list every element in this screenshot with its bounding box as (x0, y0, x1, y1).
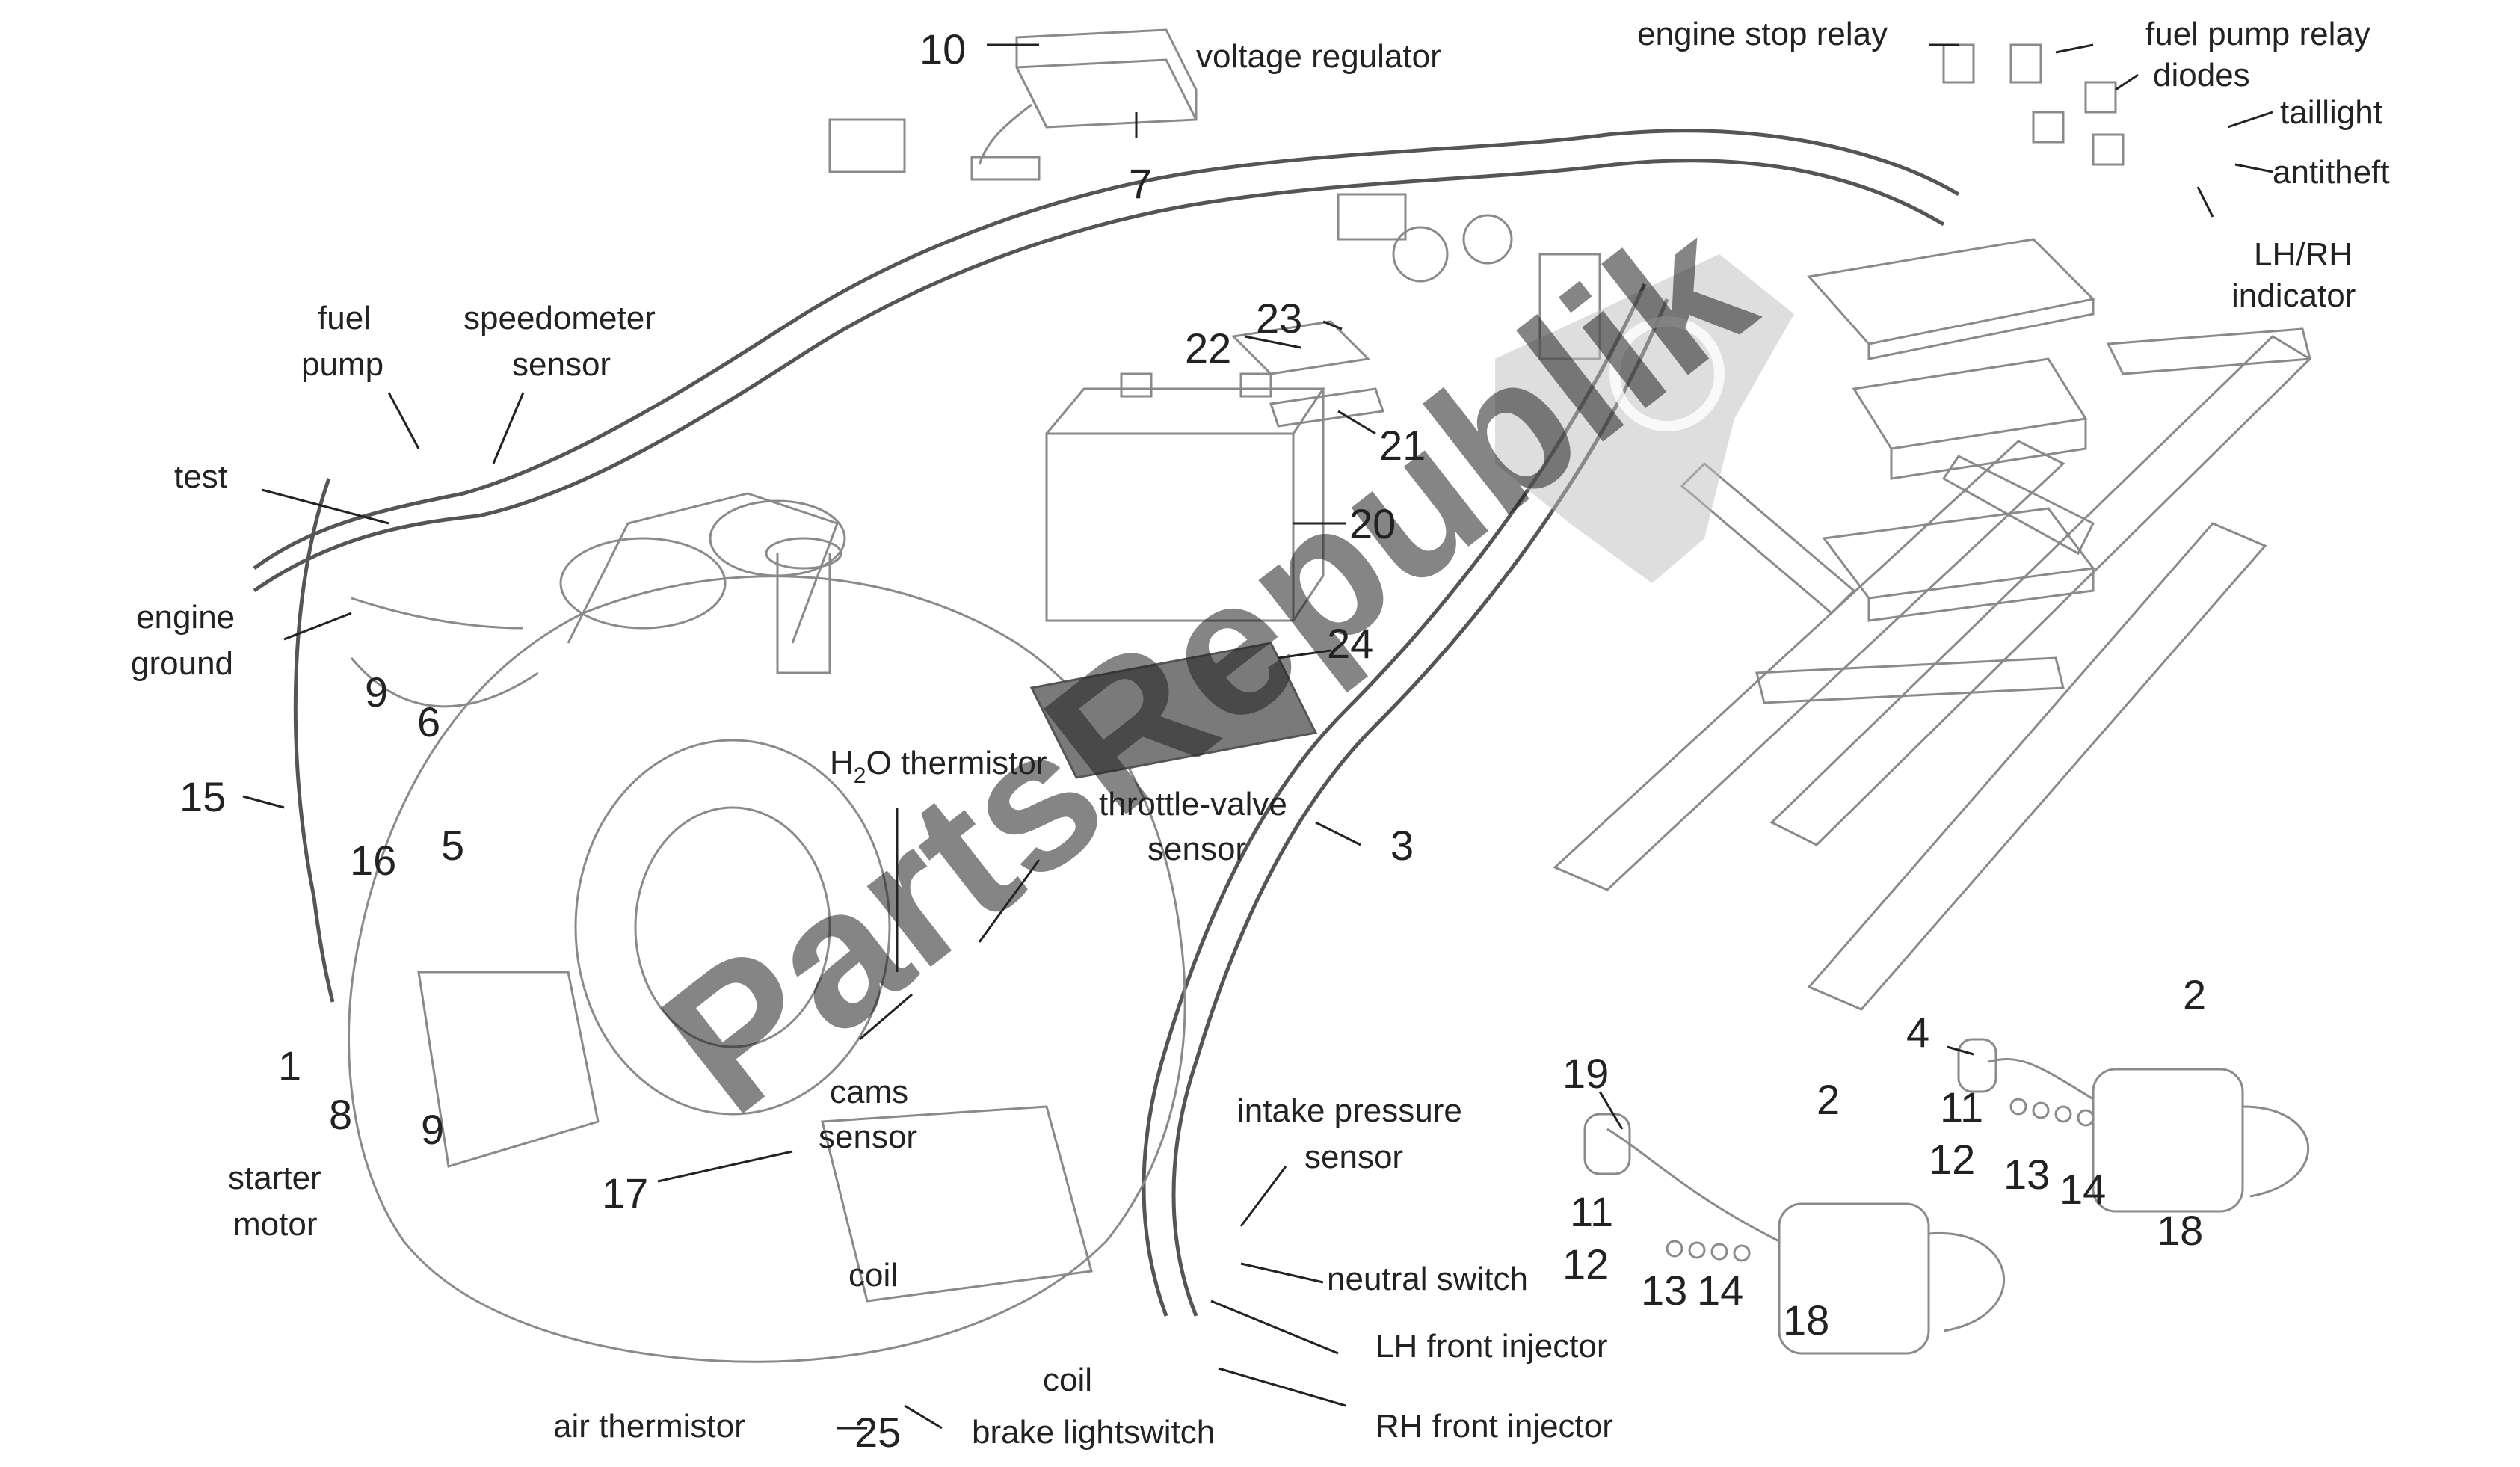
part-number-13b: 13 (2003, 1151, 2050, 1198)
label-indicator: indicator (2231, 277, 2356, 314)
label-brake-lightswitch: brake lightswitch (972, 1414, 1215, 1451)
part-number-2a: 2 (1817, 1076, 1840, 1123)
part-number-16: 16 (350, 837, 396, 884)
part-number-21: 21 (1379, 422, 1426, 469)
part-number-9a: 9 (365, 668, 388, 716)
label-throttle-valve: throttle-valve (1099, 786, 1287, 822)
label-engine-stop-relay: engine stop relay (1637, 16, 1888, 52)
label-lh-rh: LH/RH (2254, 236, 2353, 273)
part-numbers: 10 7 23 22 21 20 24 3 15 9 6 16 5 1 8 9 … (179, 25, 2206, 1456)
connectors (828, 43, 2125, 360)
ignition-coil-left (1583, 1113, 2006, 1355)
h2o-2: 2 (854, 763, 866, 788)
label-starter: starter (228, 1160, 321, 1196)
part-number-6: 6 (417, 698, 440, 745)
label-air-thermistor: air thermistor (553, 1408, 745, 1445)
part-number-17: 17 (602, 1169, 648, 1217)
part-number-14b: 14 (2060, 1166, 2106, 1213)
label-fuel: fuel (318, 300, 371, 336)
part-number-18b: 18 (2157, 1207, 2203, 1254)
voltage-regulator (970, 28, 1198, 181)
part-number-12a: 12 (1562, 1240, 1609, 1288)
part-number-2b: 2 (2183, 971, 2206, 1018)
label-motor: motor (233, 1206, 317, 1243)
label-cams-sensor: sensor (819, 1119, 917, 1155)
part-number-10: 10 (919, 25, 966, 73)
part-number-1: 1 (278, 1042, 301, 1089)
part-number-18a: 18 (1783, 1297, 1829, 1344)
part-number-22: 22 (1185, 325, 1231, 372)
part-number-15: 15 (179, 773, 226, 820)
ecu-boxes (1807, 238, 2096, 622)
label-neutral-switch: neutral switch (1327, 1261, 1528, 1297)
h2o-h: H (830, 745, 854, 781)
part-number-9b: 9 (421, 1106, 444, 1153)
ground-cables (293, 478, 539, 1003)
rear-frame (1553, 327, 2312, 1011)
part-number-11a: 11 (1570, 1188, 1613, 1235)
label-coil-2: coil (1043, 1362, 1092, 1398)
label-engine: engine (136, 599, 235, 636)
part-number-20: 20 (1349, 500, 1396, 547)
part-number-24: 24 (1327, 620, 1373, 667)
part-number-7: 7 (1129, 160, 1152, 207)
part-number-4: 4 (1906, 1009, 1929, 1056)
part-number-14a: 14 (1697, 1267, 1743, 1314)
label-ground: ground (131, 645, 233, 682)
ignition-coil-right (1957, 1038, 2309, 1213)
label-pump: pump (301, 346, 383, 383)
part-number-5: 5 (441, 822, 464, 869)
engine-block (348, 492, 1186, 1363)
part-number-12b: 12 (1929, 1136, 1975, 1183)
part-number-8: 8 (329, 1091, 352, 1138)
part-number-25: 25 (854, 1409, 901, 1456)
label-diodes: diodes (2153, 57, 2250, 93)
label-taillight: taillight (2280, 94, 2382, 131)
part-number-23: 23 (1256, 295, 1302, 342)
part-number-3: 3 (1390, 822, 1414, 869)
leader-lines (242, 43, 2273, 1430)
label-throttle-valve-sensor: sensor (1147, 831, 1246, 867)
part-number-19: 19 (1562, 1050, 1609, 1097)
label-lh-front-injector: LH front injector (1375, 1328, 1608, 1365)
callout-labels: voltage regulator engine stop relay fuel… (131, 16, 2390, 1451)
label-speedometer: speedometer (463, 300, 656, 336)
label-h2o-thermistor: H2O thermistor (830, 745, 1047, 788)
label-coil-1: coil (848, 1257, 898, 1294)
label-speedometer-sensor: sensor (512, 346, 611, 383)
label-fuel-pump-relay: fuel pump relay (2145, 16, 2370, 52)
part-number-13a: 13 (1641, 1267, 1687, 1314)
label-intake-pressure: intake pressure (1237, 1092, 1462, 1129)
label-voltage-regulator: voltage regulator (1196, 38, 1441, 75)
h2o-rest: O thermistor (866, 745, 1047, 781)
label-test: test (174, 458, 227, 495)
label-intake-pressure-sensor: sensor (1304, 1139, 1403, 1175)
battery-assembly (1029, 320, 1384, 779)
label-antitheft: antitheft (2273, 154, 2390, 191)
part-number-11b: 11 (1940, 1083, 1983, 1131)
label-rh-front-injector: RH front injector (1375, 1408, 1613, 1445)
label-cams: cams (830, 1074, 908, 1110)
